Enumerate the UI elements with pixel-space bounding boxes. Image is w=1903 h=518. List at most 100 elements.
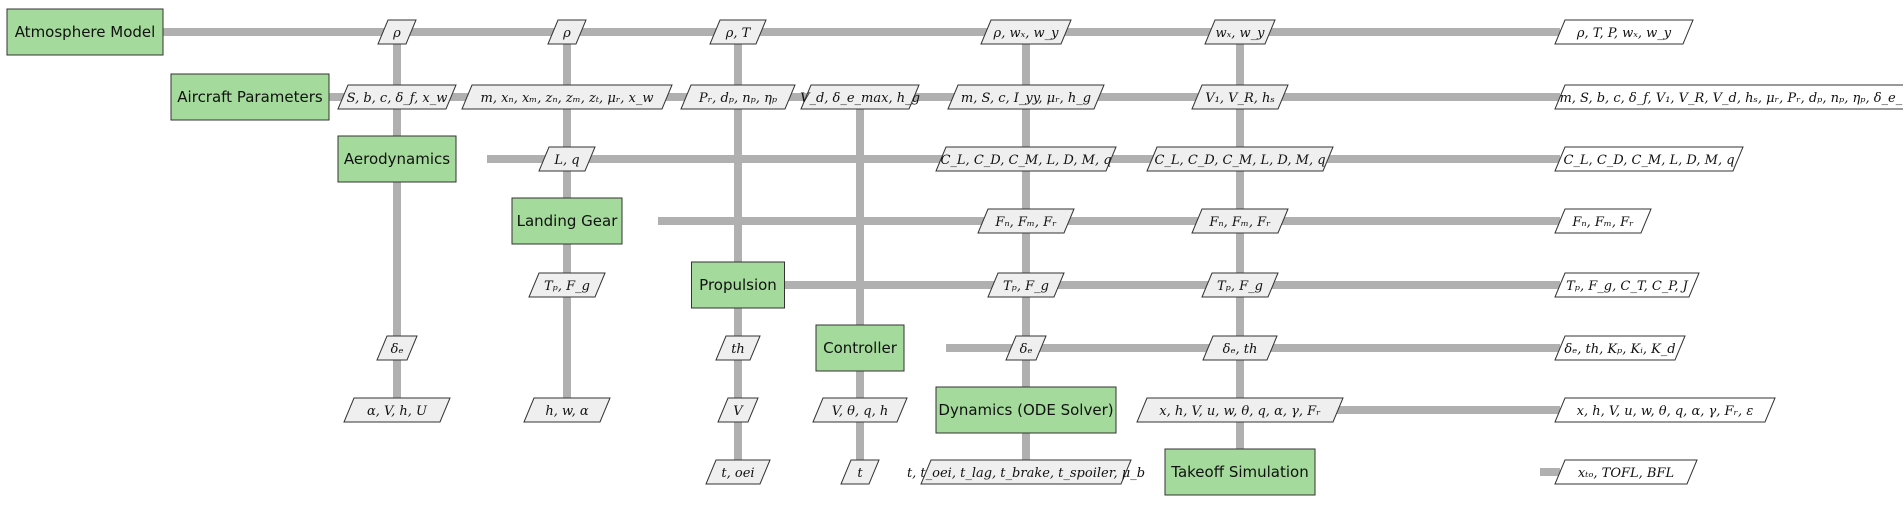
coupling-r1-c7: V₁, V_R, hₛ — [1191, 84, 1289, 110]
output-row-0: ρ, T, P, wₓ, w_y — [1554, 19, 1694, 45]
data-box — [1554, 146, 1744, 172]
data-box — [920, 459, 1132, 485]
data-box — [1204, 19, 1276, 45]
coupling-r6-c4: V — [717, 397, 759, 423]
component-atm: Atmosphere Model — [6, 8, 164, 56]
coupling-r0-c2: ρ — [377, 19, 417, 45]
component-box — [170, 73, 330, 121]
data-label: ρ, wₓ, w_y — [993, 26, 1060, 41]
coupling-r0-c6: ρ, wₓ, w_y — [980, 19, 1072, 45]
component-label: Controller — [823, 339, 898, 357]
data-box — [547, 19, 587, 45]
component-label: Aircraft Parameters — [177, 88, 323, 106]
data-box — [1136, 397, 1344, 423]
coupling-r7-c5: t — [840, 459, 880, 485]
component-box — [1164, 448, 1316, 496]
data-label: V, θ, q, h — [832, 404, 888, 419]
coupling-r6-c5: V, θ, q, h — [812, 397, 908, 423]
data-box — [523, 397, 611, 423]
data-box — [377, 19, 417, 45]
component-box — [6, 8, 164, 56]
data-label: δₑ, th, Kₚ, Kᵢ, K_d — [1564, 342, 1675, 357]
coupling-r1-c2: S, b, c, δ_f, x_w — [337, 84, 457, 110]
coupling-r6-c2: α, V, h, U — [343, 397, 451, 423]
data-box — [980, 19, 1072, 45]
data-box — [343, 397, 451, 423]
data-label: δₑ — [1020, 342, 1033, 357]
output-row-4: Tₚ, F_g, C_T, C_P, J — [1554, 272, 1700, 298]
data-box — [1554, 335, 1686, 361]
coupling-r0-c7: wₓ, w_y — [1204, 19, 1276, 45]
data-box — [1202, 335, 1278, 361]
data-box — [705, 459, 771, 485]
data-box — [538, 146, 596, 172]
coupling-r5-c7: δₑ, th — [1202, 335, 1278, 361]
component-label: Landing Gear — [517, 212, 619, 230]
component-dyn: Dynamics (ODE Solver) — [935, 386, 1117, 434]
data-label: t, t_oei, t_lag, t_brake, t_spoiler, μ_b — [907, 466, 1145, 481]
component-box — [935, 386, 1117, 434]
data-label: V_d, δ_e_max, h_g — [800, 91, 920, 106]
coupling-r0-c3: ρ — [547, 19, 587, 45]
data-label: Fₙ, Fₘ, Fᵣ — [1571, 215, 1634, 230]
data-box — [376, 335, 418, 361]
data-label: wₓ, w_y — [1216, 26, 1266, 41]
data-label: Tₚ, F_g — [544, 279, 590, 294]
data-label: δₑ, th — [1223, 342, 1258, 357]
coupling-r3-c6: Fₙ, Fₘ, Fᵣ — [977, 208, 1075, 234]
data-box — [812, 397, 908, 423]
component-box — [337, 135, 457, 183]
data-label: C_L, C_D, C_M, L, D, M, q — [1154, 153, 1325, 168]
data-label: m, S, b, c, δ_f, V₁, V_R, V_d, hₛ, μᵣ, P… — [1559, 91, 1903, 106]
data-label: L, q — [553, 153, 579, 168]
data-box — [715, 335, 761, 361]
coupling-r6-c7: x, h, V, u, w, θ, q, α, γ, Fᵣ — [1136, 397, 1344, 423]
coupling-r3-c7: Fₙ, Fₘ, Fᵣ — [1191, 208, 1289, 234]
data-box — [1554, 84, 1903, 110]
component-box — [691, 261, 785, 309]
data-label: Tₚ, F_g, C_T, C_P, J — [1566, 279, 1689, 294]
data-box — [709, 19, 767, 45]
coupling-r6-c3: h, w, α — [523, 397, 611, 423]
data-box — [1191, 84, 1289, 110]
coupling-r2-c6: C_L, C_D, C_M, L, D, M, q — [935, 146, 1117, 172]
component-acp: Aircraft Parameters — [170, 73, 330, 121]
data-box — [840, 459, 880, 485]
data-label: C_L, C_D, C_M, L, D, M, q — [940, 153, 1111, 168]
data-box — [977, 208, 1075, 234]
coupling-r2-c3: L, q — [538, 146, 596, 172]
data-label: ρ, T, P, wₓ, w_y — [1576, 26, 1672, 41]
component-box — [511, 197, 623, 245]
data-label: Pᵣ, dₚ, nₚ, ηₚ — [698, 91, 777, 106]
data-label: S, b, c, δ_f, x_w — [347, 91, 448, 106]
coupling-r4-c6: Tₚ, F_g — [987, 272, 1065, 298]
data-box — [1554, 19, 1694, 45]
coupling-r1-c5: V_d, δ_e_max, h_g — [800, 84, 920, 110]
data-box — [1146, 146, 1334, 172]
data-box — [337, 84, 457, 110]
coupling-r1-c4: Pᵣ, dₚ, nₚ, ηₚ — [680, 84, 796, 110]
data-box — [1005, 335, 1047, 361]
data-label: m, xₙ, xₘ, zₙ, zₘ, zₜ, μᵣ, x_w — [481, 91, 654, 106]
output-row-3: Fₙ, Fₘ, Fᵣ — [1554, 208, 1652, 234]
data-label: Fₙ, Fₘ, Fᵣ — [1208, 215, 1271, 230]
data-box — [1554, 397, 1776, 423]
data-box — [680, 84, 796, 110]
coupling-r0-c4: ρ, T — [709, 19, 767, 45]
data-label: t — [857, 466, 863, 481]
component-prop: Propulsion — [691, 261, 785, 309]
component-lg: Landing Gear — [511, 197, 623, 245]
coupling-r4-c3: Tₚ, F_g — [528, 272, 606, 298]
data-label: t, oei — [721, 466, 754, 481]
component-label: Propulsion — [699, 276, 777, 294]
data-label: th — [731, 342, 745, 357]
output-row-1: m, S, b, c, δ_f, V₁, V_R, V_d, hₛ, μᵣ, P… — [1554, 84, 1903, 110]
data-label: Fₙ, Fₘ, Fᵣ — [994, 215, 1057, 230]
component-label: Aerodynamics — [344, 150, 450, 168]
data-box — [461, 84, 673, 110]
data-label: x, h, V, u, w, θ, q, α, γ, Fᵣ, ε — [1577, 404, 1754, 419]
data-label: ρ, T — [725, 26, 752, 41]
coupling-r7-c4: t, oei — [705, 459, 771, 485]
